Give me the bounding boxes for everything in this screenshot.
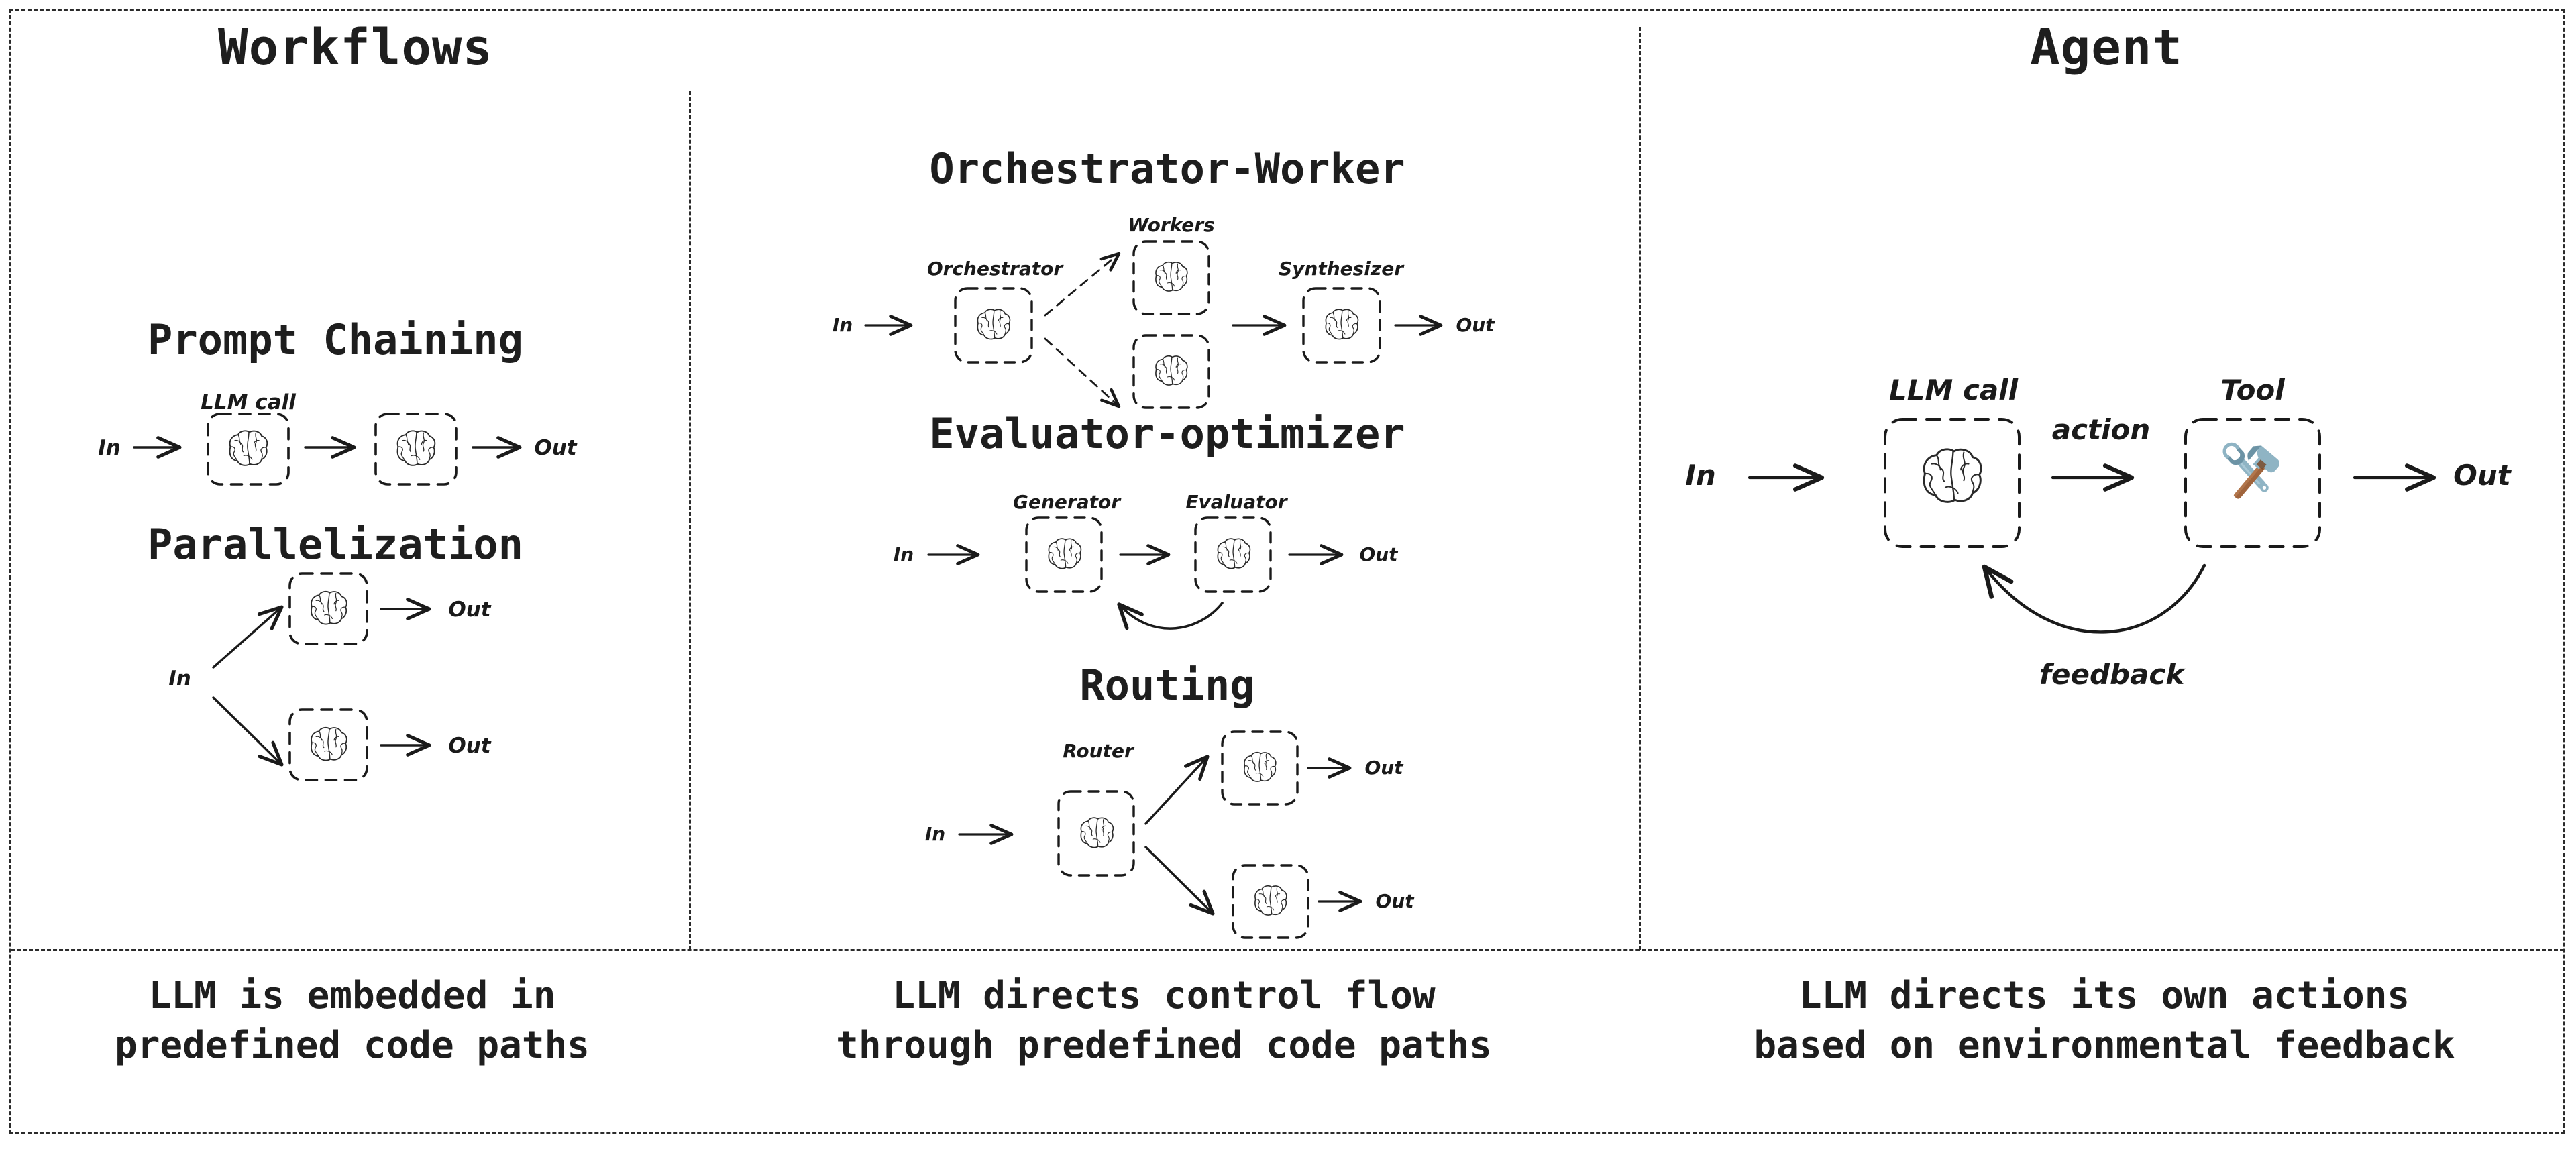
caption-workflows-left: LLM is embedded in predefined code paths [114, 974, 590, 1068]
vertical-divider-workflows-split [689, 91, 691, 950]
pattern-title-orchestrator-worker: Orchestrator-Worker [929, 144, 1405, 193]
caption-agent: LLM directs its own actions based on env… [1754, 974, 2455, 1068]
horizontal-divider-captions [11, 949, 2564, 951]
pattern-title-evaluator-optimizer: Evaluator-optimizer [929, 409, 1405, 458]
outer-dashed-frame [9, 9, 2565, 1134]
column-title-agent: Agent [2030, 19, 2183, 76]
pattern-title-parallelization: Parallelization [148, 520, 523, 569]
caption-workflows-right: LLM directs control flow through predefi… [836, 974, 1492, 1068]
vertical-divider-workflows-agent [1639, 27, 1641, 950]
pattern-title-prompt-chaining: Prompt Chaining [148, 315, 523, 364]
pattern-title-routing: Routing [1079, 661, 1255, 710]
column-title-workflows: Workflows [218, 19, 493, 76]
